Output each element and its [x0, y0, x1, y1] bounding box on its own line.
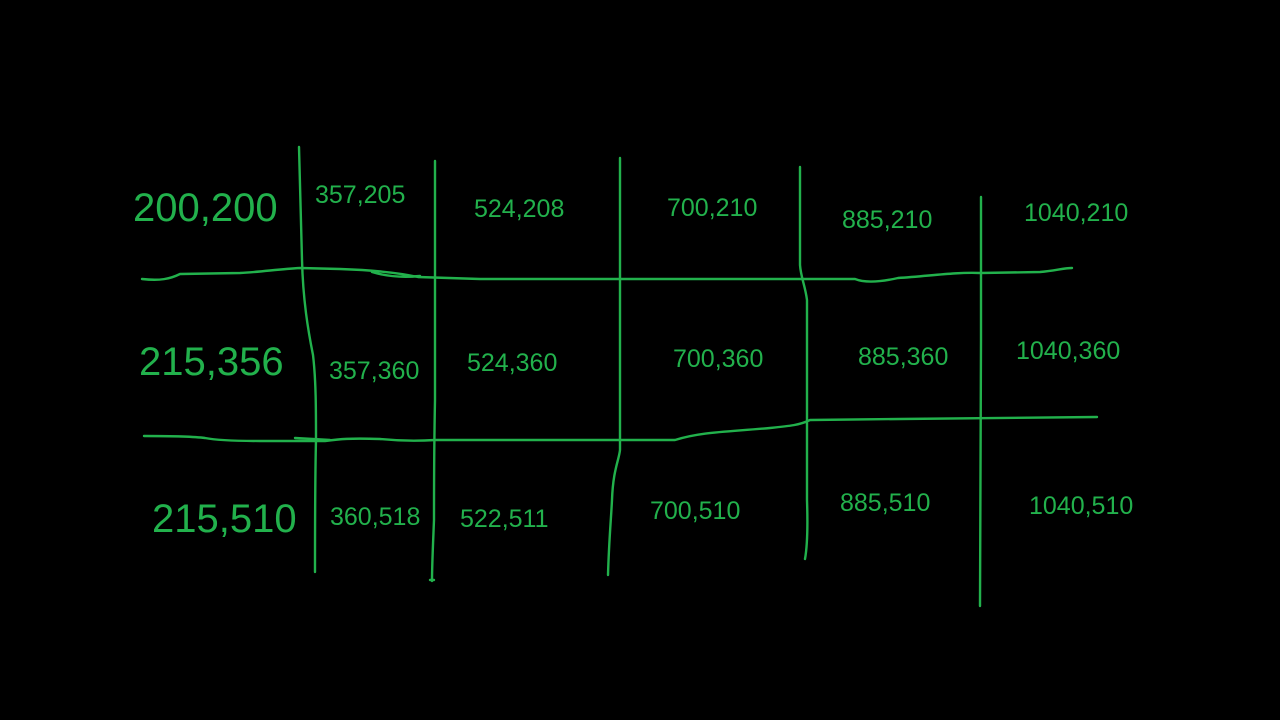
coordinate-label-row1-col4: 700,210: [667, 194, 758, 222]
coordinate-label-row3-col1: 215,510: [152, 497, 297, 541]
coordinate-label-row3-col4: 700,510: [650, 497, 741, 525]
grid-line-horizontal-top: [140, 266, 1074, 283]
grid-line-horizontal-middle: [142, 415, 1099, 443]
coordinate-label-row3-col5: 885,510: [840, 489, 931, 517]
coordinate-label-row1-col2: 357,205: [315, 181, 406, 209]
coordinate-label-row2-col1: 215,356: [139, 340, 284, 384]
coordinate-label-row2-col6: 1040,360: [1016, 337, 1121, 365]
coordinate-label-row2-col4: 700,360: [673, 345, 764, 373]
grid-line-vertical-1: [297, 145, 318, 574]
coordinate-label-row1-col3: 524,208: [474, 195, 565, 223]
coordinate-label-row3-col3: 522,511: [460, 505, 549, 533]
coordinate-label-row3-col2: 360,518: [330, 503, 421, 531]
grid-line-vertical-2: [430, 159, 437, 583]
coordinate-label-row3-col6: 1040,510: [1029, 492, 1134, 520]
grid-line-vertical-4: [798, 165, 809, 561]
coordinate-label-row1-col5: 885,210: [842, 206, 933, 234]
grid-line-vertical-5: [978, 195, 983, 608]
grid-line-horizontal-middle-stroke: [293, 436, 332, 442]
coordinate-label-row1-col6: 1040,210: [1024, 199, 1129, 227]
coordinate-label-row1-col1: 200,200: [133, 186, 278, 230]
coordinate-label-row2-col3: 524,360: [467, 349, 558, 377]
coordinate-label-row2-col2: 357,360: [329, 357, 420, 385]
grid-line-vertical-3: [606, 156, 622, 577]
grid-line-horizontal-top-stroke: [370, 270, 422, 278]
coordinate-label-row2-col5: 885,360: [858, 343, 949, 371]
